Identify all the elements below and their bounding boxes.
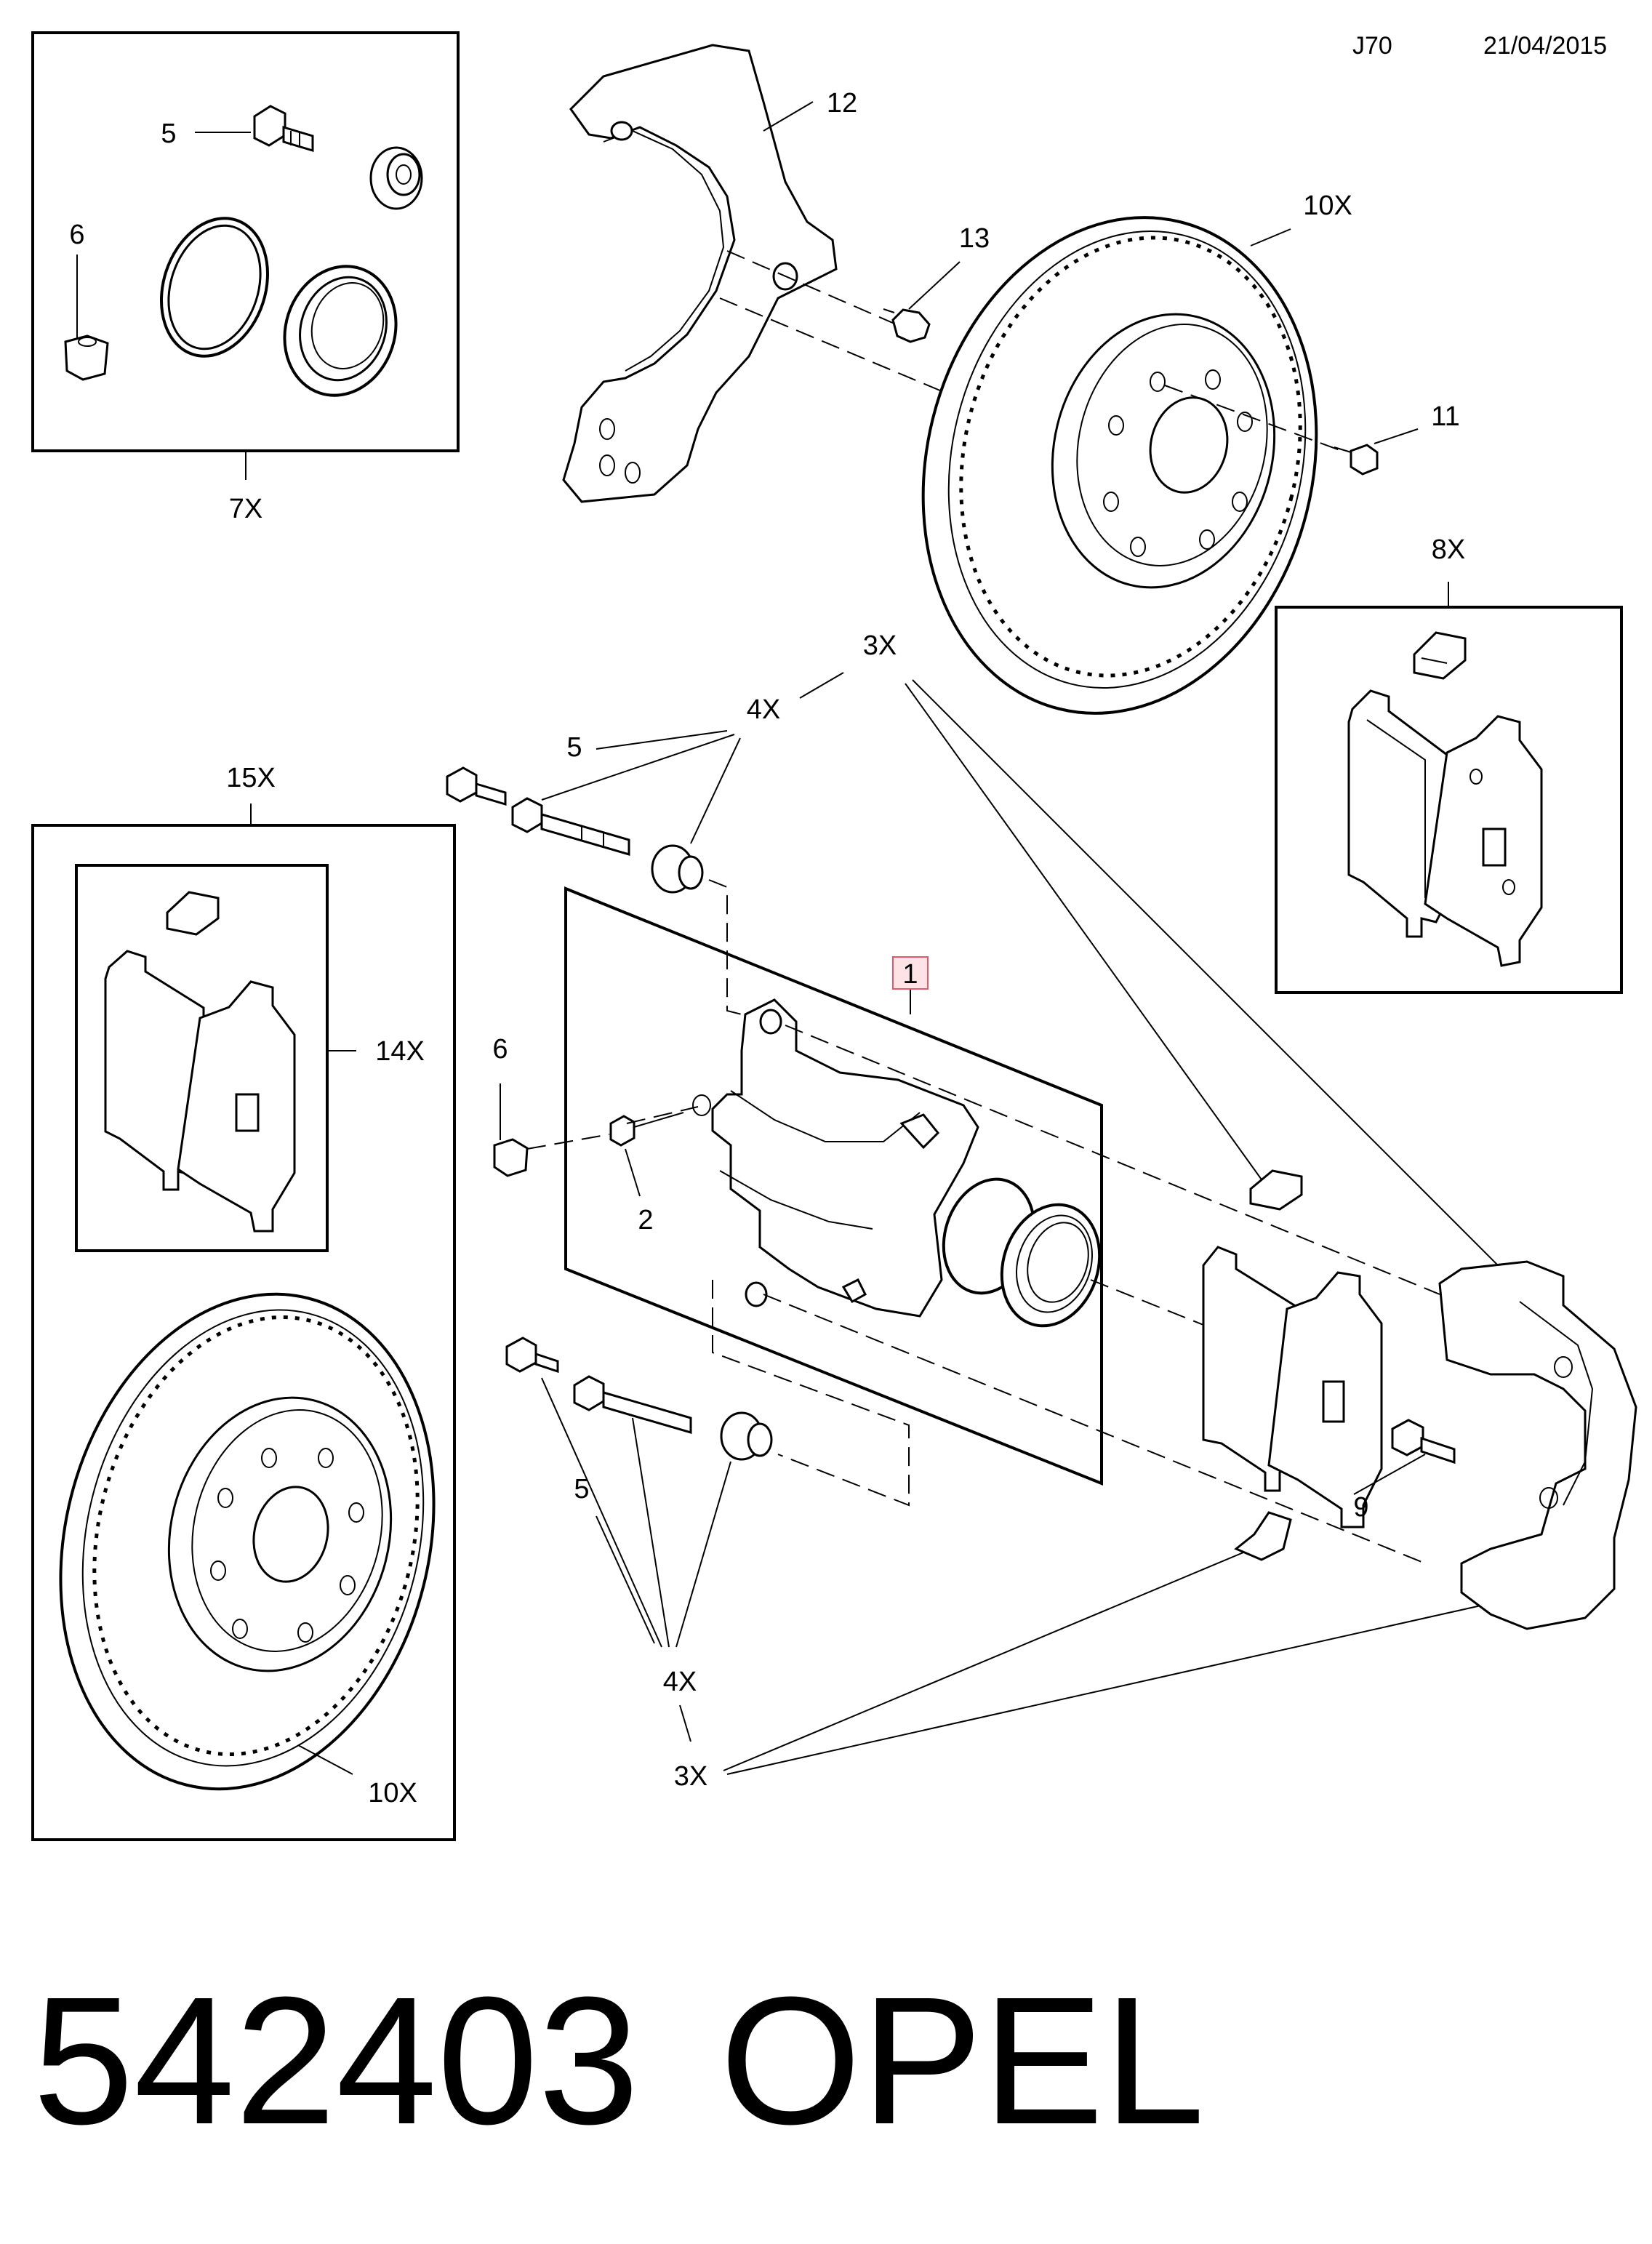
brake-pad-icon — [1202, 1246, 1296, 1492]
guide-pin-icon — [511, 797, 630, 856]
piston-icon — [1000, 1203, 1102, 1328]
header-date: 21/04/2015 — [1483, 32, 1607, 60]
pad-clip-icon — [1249, 1169, 1303, 1211]
header-code: J70 — [1352, 32, 1392, 60]
bushing-icon — [651, 844, 704, 894]
dust-boot-icon — [283, 265, 398, 397]
callout-6: 6 — [492, 1034, 508, 1065]
callout-13: 13 — [959, 223, 990, 254]
caliper-body-icon — [692, 998, 979, 1318]
pad-clip-icon — [1234, 1511, 1292, 1561]
brake-pad-icon — [1347, 689, 1448, 938]
callout-15x: 15X — [226, 763, 276, 793]
bleed-cap-icon — [493, 1138, 529, 1177]
brake-disc-icon — [921, 216, 1318, 715]
kit-15x-box: 15X 14X — [31, 763, 456, 1841]
callout-7x: 7X — [229, 494, 262, 524]
caliper-bracket-icon — [1438, 1260, 1637, 1630]
callout-9: 9 — [1353, 1492, 1368, 1523]
guide-pin-icon — [573, 1375, 692, 1434]
callout-4x-upper: 4X — [747, 694, 780, 725]
brake-pad-icon — [104, 950, 205, 1191]
bolt-icon — [505, 1337, 559, 1374]
bolt-icon — [446, 766, 507, 806]
callout-1: 1 — [902, 959, 918, 990]
kit-7x-box: 7X 5 6 — [31, 31, 460, 524]
callout-8x: 8X — [1432, 534, 1465, 565]
screw-icon — [883, 308, 931, 343]
nut-icon — [369, 146, 423, 210]
callout-3x-upper: 3X — [863, 630, 897, 661]
callout-1-highlight — [892, 956, 929, 990]
bolt-icon — [1391, 1419, 1456, 1464]
caliper-assembly-box: 1 2 — [564, 886, 1103, 1486]
callout-3x-lower: 3X — [674, 1761, 707, 1792]
brake-pad-icon — [177, 980, 296, 1233]
callout-11: 11 — [1431, 401, 1459, 432]
screw-icon — [1334, 444, 1379, 476]
brake-pad-icon — [1267, 1271, 1383, 1528]
bleed-screw-icon — [609, 1112, 684, 1147]
callout-5-upper: 5 — [566, 732, 582, 763]
callout-2: 2 — [638, 1205, 653, 1235]
brake-pad-icon — [1424, 715, 1543, 967]
callout-14x: 14X — [375, 1036, 425, 1067]
callout-12: 12 — [827, 88, 857, 119]
dust-shield-icon — [562, 44, 838, 503]
seal-ring-icon — [159, 217, 270, 358]
part-number: 542403 — [33, 1959, 639, 2162]
pad-clip-icon — [1413, 631, 1467, 680]
brake-disc-icon — [59, 1292, 436, 1791]
bushing-icon — [720, 1411, 773, 1461]
bleed-cap-icon — [64, 334, 109, 381]
pad-clip-icon — [166, 891, 220, 936]
callout-5-lower: 5 — [574, 1474, 589, 1504]
callout-5-kit: 5 — [161, 119, 176, 149]
callout-10x-bottom: 10X — [368, 1778, 417, 1808]
callout-10x-top: 10X — [1303, 191, 1352, 221]
callout-6-kit: 6 — [69, 220, 84, 250]
callout-4x-lower: 4X — [663, 1667, 697, 1697]
kit-8x-box: 8X — [1275, 534, 1623, 994]
bolt-icon — [253, 105, 314, 153]
brand-name: OPEL — [720, 1959, 1205, 2162]
